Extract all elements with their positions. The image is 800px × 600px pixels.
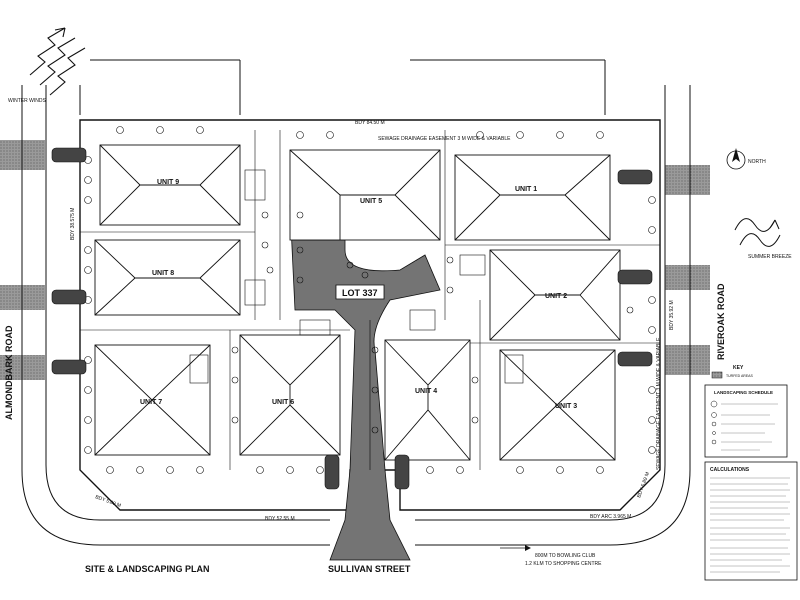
- winter-winds-label: WINTER WINDS: [8, 98, 46, 104]
- unit-3-label: UNIT 3: [555, 403, 577, 410]
- boundary-left-label: BDY 38.575 M: [70, 208, 76, 240]
- north-label: NORTH: [748, 159, 766, 165]
- unit-2-label: UNIT 2: [545, 293, 567, 300]
- unit-9-building: [99, 144, 241, 226]
- cars: [51, 147, 653, 490]
- boundary-top-label: BDY 84.50 M: [355, 120, 385, 126]
- calculations-box: [704, 461, 798, 581]
- unit-7-label: UNIT 7: [140, 399, 162, 406]
- road-left-label: ALMONDBARK ROAD: [4, 325, 14, 420]
- unit-7-building: [94, 344, 211, 456]
- direction-line-1: 800M TO BOWLING CLUB: [535, 553, 596, 559]
- key-heading: KEY: [733, 365, 744, 371]
- unit-9-label: UNIT 9: [157, 179, 179, 186]
- calculations-lines: [710, 477, 790, 573]
- landscaping-schedule-box: [704, 384, 788, 458]
- landscaping-schedule-heading: LANDSCAPING SCHEDULE: [714, 390, 773, 395]
- north-arrow-icon: [726, 148, 746, 170]
- unit-5-building: [289, 149, 441, 241]
- unit-1-building: [454, 154, 611, 241]
- direction-arrow-icon: [500, 545, 531, 551]
- easement-right-label: SEWAGE DRAINAGE EASEMENT 3 M WIDE & VARI…: [656, 337, 662, 470]
- lot-label: LOT 337: [342, 288, 378, 298]
- boundary-right-label: BDY 35.92 M: [669, 300, 675, 330]
- boundary-bottom-right-label: BDY ARC 3.965 M: [590, 514, 631, 520]
- unit-8-building: [94, 239, 241, 316]
- key-item-label: TURFED AREAS: [726, 374, 754, 378]
- unit-6-label: UNIT 6: [272, 399, 294, 406]
- summer-breeze-label: SUMMER BREEZE: [748, 254, 792, 260]
- unit-4-label: UNIT 4: [415, 388, 437, 395]
- direction-line-2: 1.2 KLM TO SHOPPING CENTRE: [525, 561, 602, 567]
- landscaping-schedule-symbols: [710, 400, 778, 451]
- calculations-heading: CALCULATIONS: [710, 467, 750, 473]
- key-swatch: [711, 371, 723, 379]
- unit-buildings: [94, 144, 621, 461]
- boundary-corner-right-label: BDY 5.89 M: [636, 471, 651, 498]
- street-curbs: [21, 59, 691, 546]
- unit-2-building: [489, 249, 621, 341]
- boundary-bottom-left-label: BDY 52.55 M: [265, 516, 295, 522]
- boundary-corner-left-label: BDY 5.89 M: [94, 494, 121, 509]
- unit-3-building: [499, 349, 616, 461]
- landscape-trees: [84, 126, 656, 474]
- common-driveway: [289, 204, 441, 561]
- summer-breeze-arrows: [734, 218, 781, 247]
- lot-label-box: [335, 284, 385, 300]
- unit-8-label: UNIT 8: [152, 270, 174, 277]
- unit-4-building: [384, 339, 471, 461]
- unit-5-label: UNIT 5: [360, 198, 382, 205]
- unit-6-building: [239, 334, 341, 456]
- road-right-label: RIVEROAK ROAD: [716, 283, 726, 360]
- unit-1-label: UNIT 1: [515, 186, 537, 193]
- internal-fences: [80, 130, 660, 470]
- plan-title: SITE & LANDSCAPING PLAN: [85, 564, 210, 574]
- road-strips: [0, 140, 710, 380]
- winter-winds-arrows: [29, 27, 86, 96]
- easement-top-label: SEWAGE DRAINAGE EASEMENT 3 M WIDE & VARI…: [378, 136, 511, 142]
- road-bottom-label: SULLIVAN STREET: [328, 564, 411, 574]
